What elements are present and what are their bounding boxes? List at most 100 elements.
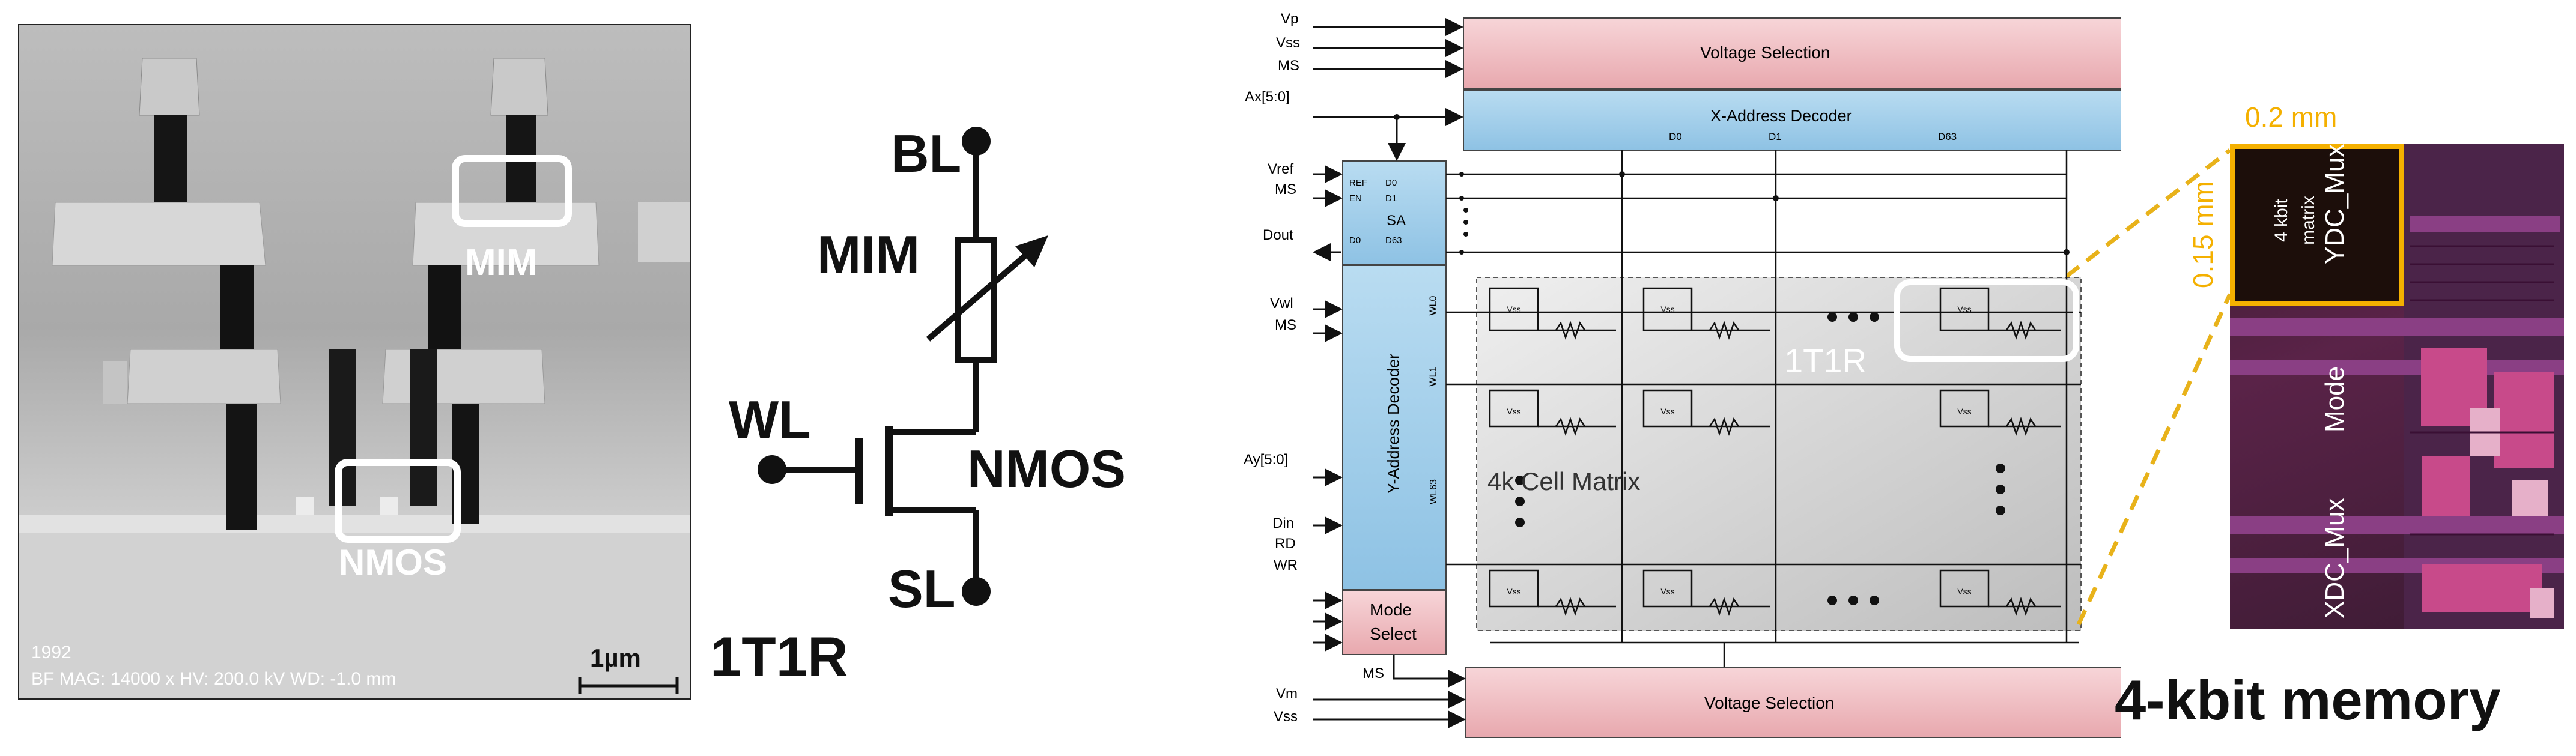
ms-out-label: MS	[1362, 665, 1384, 682]
cell-matrix	[1476, 277, 2082, 631]
contact-gate-left	[329, 349, 356, 506]
voltage-selection-top-label: Voltage Selection	[1700, 43, 1830, 62]
sem-image	[19, 58, 690, 698]
mode-select-line2: Select	[1370, 624, 1417, 643]
voltage-selection-top	[1463, 17, 2121, 89]
junction-dots	[1394, 114, 2070, 255]
pin-vss-top: Vss	[1276, 35, 1301, 51]
pin-wr: WR	[1274, 557, 1298, 573]
schematic-mim: MIM	[817, 225, 920, 284]
cell-1t1r-label: 1T1R	[1784, 342, 1867, 380]
sem-cross-section: MIM NMOS 1992 BF MAG: 14000 x HV: 200.0 …	[18, 24, 691, 700]
pin-vss-bottom: Vss	[1274, 709, 1298, 725]
top-cap-right	[490, 58, 548, 116]
pin-ay: Ay[5:0]	[1244, 452, 1289, 468]
metal1-edge	[103, 361, 127, 404]
ellipsis-dots	[1463, 208, 2005, 605]
voltage-selection-bottom	[1465, 667, 2121, 738]
sa-port-en: EN	[1349, 193, 1362, 204]
sa-port-d1: D1	[1385, 193, 1397, 204]
wl-terminal	[758, 455, 786, 484]
x-address-decoder	[1463, 89, 2121, 151]
mode-select-line1: Mode	[1370, 600, 1412, 619]
voltage-selection-bottom-label: Voltage Selection	[1704, 694, 1835, 712]
x-decoder-label: X-Address Decoder	[1710, 107, 1852, 125]
contact-gate-right	[410, 349, 437, 506]
zoom-lines	[2067, 148, 2232, 626]
cell-vss-label-1: Vss	[1660, 304, 1674, 314]
matrix-outline	[2230, 144, 2404, 306]
schematic-1t1r	[758, 127, 1048, 606]
pin-rd: RD	[1275, 536, 1296, 552]
scale-bar	[578, 677, 679, 694]
mim-electrode-left	[52, 202, 266, 266]
top-cap-left	[139, 58, 200, 116]
die-height-dim: 0.15 mm	[2187, 181, 2219, 288]
cell-vss-label-2: Vss	[1957, 304, 1971, 314]
sa-port-ref: REF	[1349, 178, 1367, 188]
sl-terminal	[962, 577, 991, 606]
cell-highlight-box	[1894, 279, 2079, 362]
cell-vss-label-4: Vss	[1660, 407, 1674, 416]
die-ydc-mux: YDC_Mux	[2320, 144, 2350, 264]
sem-meta-line: BF MAG: 14000 x HV: 200.0 kV WD: -1.0 mm	[31, 669, 396, 689]
fine-lines	[2410, 245, 2554, 536]
matrix-region	[2230, 144, 2404, 306]
schematic-wl: WL	[729, 390, 811, 449]
sem-nmos-label: NMOS	[339, 542, 447, 582]
pin-vp: Vp	[1281, 11, 1299, 27]
cell-vss-label-7: Vss	[1660, 587, 1674, 596]
die-width-dim: 0.2 mm	[2245, 101, 2338, 133]
y-address-decoder	[1342, 265, 1447, 590]
y-output-wl1: WL1	[1428, 366, 1439, 387]
substrate-edge	[19, 515, 690, 533]
y-output-wl0: WL0	[1428, 295, 1439, 316]
x-output-d1: D1	[1769, 131, 1782, 142]
sense-amplifier	[1342, 160, 1447, 265]
cell-vss-label-6: Vss	[1507, 587, 1520, 596]
y-output-wl63: WL63	[1428, 479, 1439, 504]
die-layout	[2230, 144, 2564, 629]
pin-ms-sa: MS	[1275, 181, 1296, 198]
sa-port-d63: D63	[1385, 235, 1402, 246]
scale-bar-label: 1µm	[590, 644, 641, 672]
pin-ms-top: MS	[1278, 58, 1299, 74]
substrate	[19, 524, 690, 698]
die-matrix-line2: matrix	[2298, 196, 2318, 245]
mode-select	[1342, 590, 1447, 655]
x-output-d63: D63	[1938, 131, 1957, 142]
pin-dout: Dout	[1263, 227, 1293, 243]
metal1-left	[127, 349, 281, 404]
y-decoder-label: Y-Address Decoder	[1384, 353, 1403, 494]
memory-block-diagram: Vss Vss Vss Vss Vss Vss Vss Vss Vss	[1313, 17, 2121, 738]
caption-memory: 4-kbit memory	[2115, 668, 2501, 731]
pin-ax: Ax[5:0]	[1245, 89, 1290, 105]
pin-vref: Vref	[1268, 161, 1294, 177]
cell-vss-label-0: Vss	[1507, 304, 1520, 314]
variable-arrow	[926, 244, 1039, 342]
sem-meta-id: 1992	[31, 643, 71, 662]
caption-1t1r: 1T1R	[710, 625, 848, 688]
die-mode: Mode	[2320, 366, 2350, 432]
cell-vss-label-3: Vss	[1507, 407, 1520, 416]
bright-blocks	[2470, 408, 2554, 618]
pin-vwl: Vwl	[1270, 295, 1293, 312]
bus-lines	[1446, 150, 2081, 667]
sa-port-d0-bottom: D0	[1349, 235, 1361, 246]
mim-electrode-edge	[638, 202, 690, 262]
cell-array: Vss Vss Vss Vss Vss Vss Vss Vss Vss	[1489, 287, 2061, 616]
gate-left	[296, 497, 314, 515]
schematic-sl: SL	[888, 559, 956, 618]
nmos-highlight-box	[335, 459, 461, 543]
die-micrograph: 4 kbit matrix YDC_Mux Mode XDC_Mux	[2230, 144, 2564, 629]
cell-vss-label-5: Vss	[1957, 407, 1971, 416]
pin-vm: Vm	[1276, 686, 1298, 702]
sa-port-d0-top: D0	[1385, 178, 1397, 188]
metal1-right	[382, 349, 545, 404]
schematic-nmos: NMOS	[967, 439, 1126, 498]
sa-title: SA	[1387, 213, 1406, 229]
cell-matrix-label: 4k Cell Matrix	[1487, 467, 1641, 495]
die-xdc-mux: XDC_Mux	[2320, 498, 2350, 619]
die-matrix-line1: 4 kbit	[2271, 199, 2291, 242]
